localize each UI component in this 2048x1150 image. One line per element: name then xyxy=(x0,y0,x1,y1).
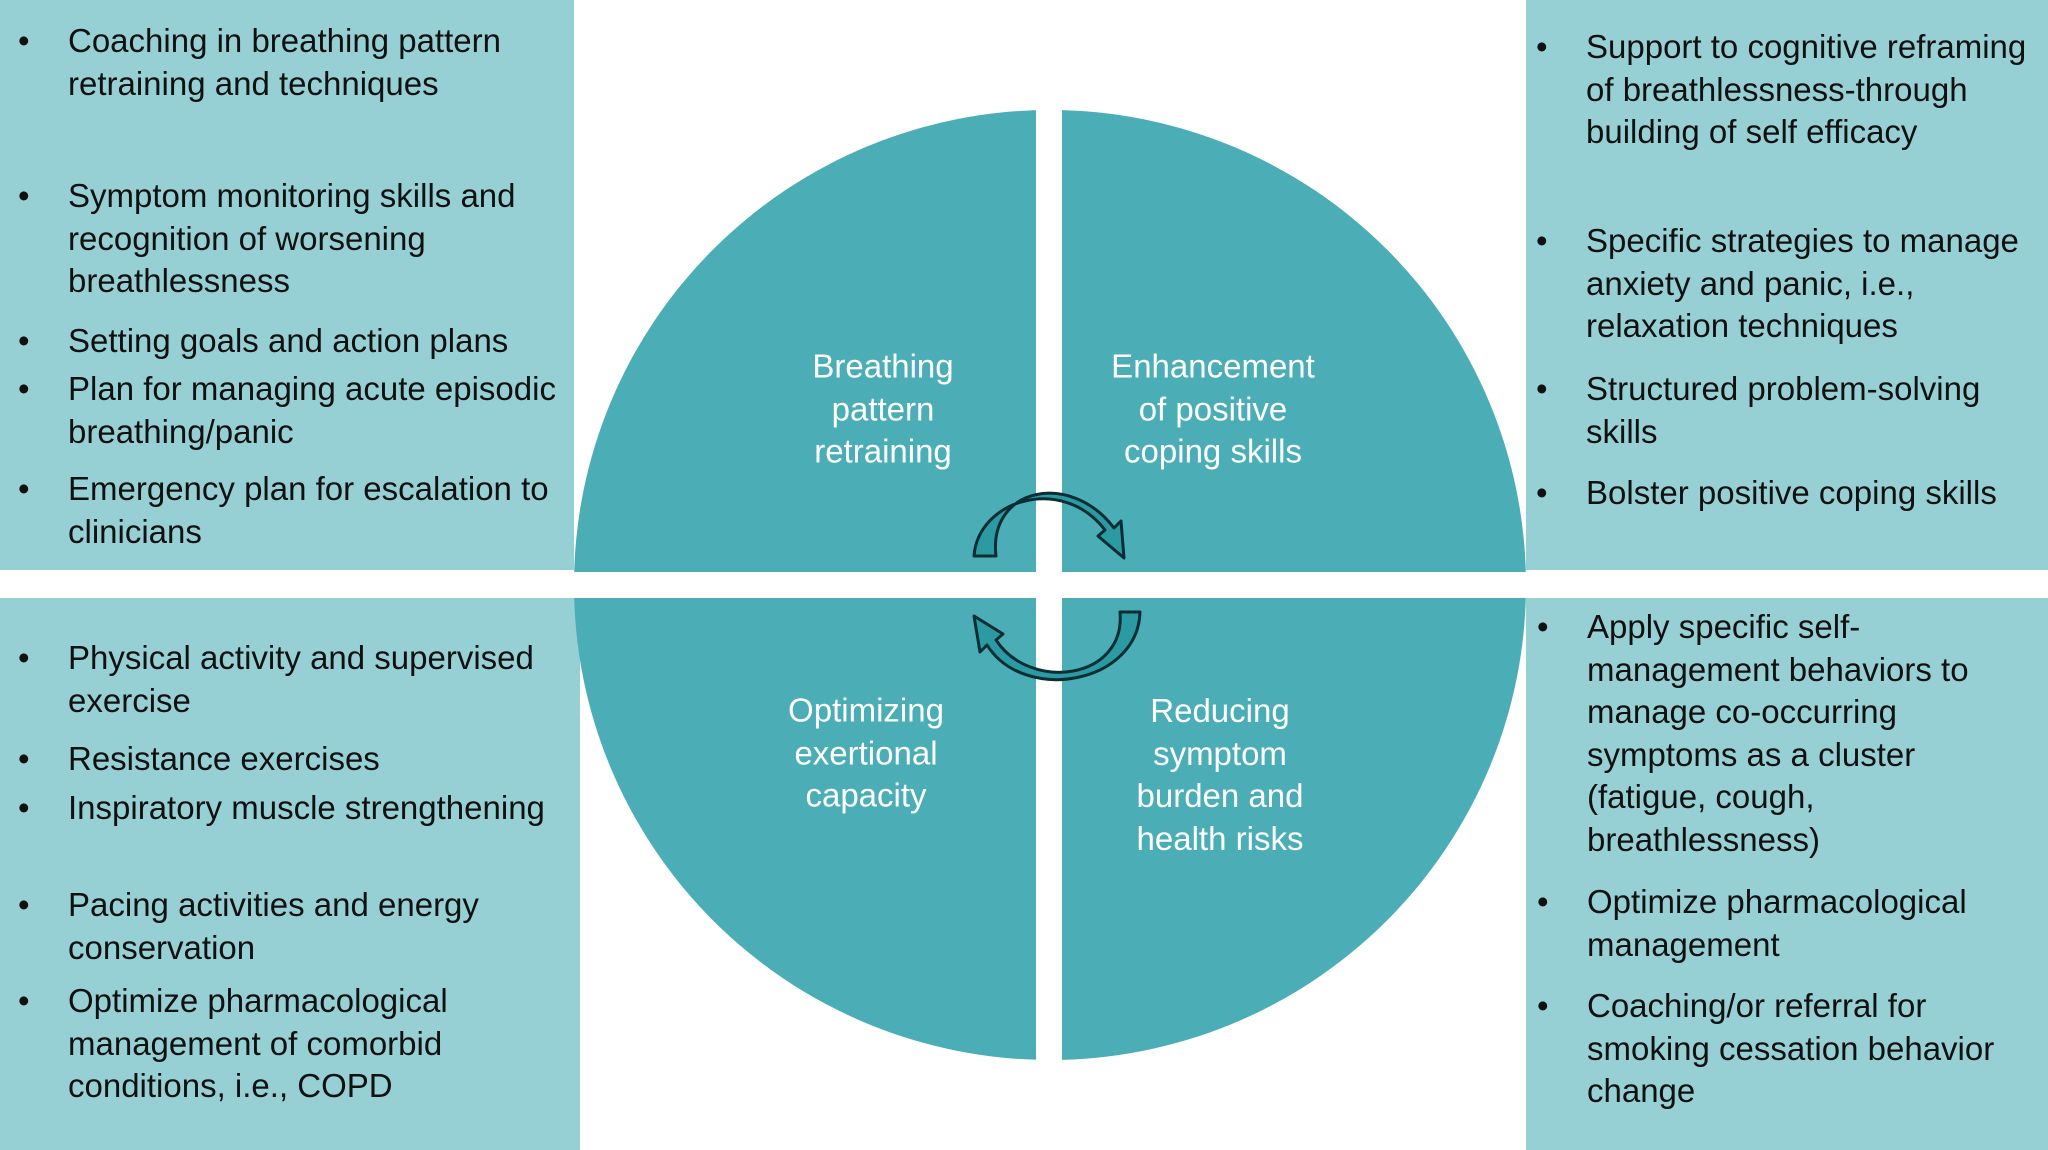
list-item: Emergency plan for escalation to clinici… xyxy=(18,468,568,553)
list-item: Symptom monitoring skills and recognitio… xyxy=(18,175,568,303)
list-item: Bolster positive coping skills xyxy=(1536,472,2041,515)
list-item: Pacing activities and energy conservatio… xyxy=(18,884,568,969)
quadrant-label-top-right: Enhancement of positive coping skills xyxy=(1111,347,1315,470)
quadrant-top-right xyxy=(1062,110,1526,572)
quadrant-label-bottom-left: Optimizing exertional capacity xyxy=(788,691,944,814)
list-item: Coaching in breathing pattern retraining… xyxy=(18,20,568,105)
quadrant-label-top-left: Breathing pattern retraining xyxy=(812,347,954,470)
list-item: Apply specific self-management behaviors… xyxy=(1537,606,2042,861)
list-item: Plan for managing acute episodic breathi… xyxy=(18,368,568,453)
list-item: Setting goals and action plans xyxy=(18,320,568,363)
list-item: Specific strategies to manage anxiety an… xyxy=(1536,220,2041,348)
panel-symptom-burden: Apply specific self-management behaviors… xyxy=(1526,598,2048,1150)
list-item: Physical activity and supervised exercis… xyxy=(18,637,568,722)
list-item: Resistance exercises xyxy=(18,738,568,781)
list-item: Optimize pharmacological management of c… xyxy=(18,980,568,1108)
quadrant-label-bottom-right: Reducing symptom burden and health risks xyxy=(1136,692,1304,857)
list-item: Support to cognitive reframing of breath… xyxy=(1536,26,2041,154)
cycle-arrow-top-icon xyxy=(972,491,1126,560)
panel-coping-skills: Support to cognitive reframing of breath… xyxy=(1526,0,2048,570)
quadrant-top-left xyxy=(574,110,1036,572)
panel-breathing-pattern-retraining: Coaching in breathing pattern retraining… xyxy=(0,0,574,570)
list-item: Inspiratory muscle strengthening xyxy=(18,787,568,830)
list-item: Coaching/or referral for smoking cessati… xyxy=(1537,985,2042,1113)
list-item: Optimize pharmacological management xyxy=(1537,881,2042,966)
panel-exertional-capacity: Physical activity and supervised exercis… xyxy=(0,598,580,1150)
quadrant-bottom-left xyxy=(574,598,1036,1060)
cycle-arrow-bottom-icon xyxy=(972,610,1142,682)
list-item: Structured problem-solving skills xyxy=(1536,368,2041,453)
